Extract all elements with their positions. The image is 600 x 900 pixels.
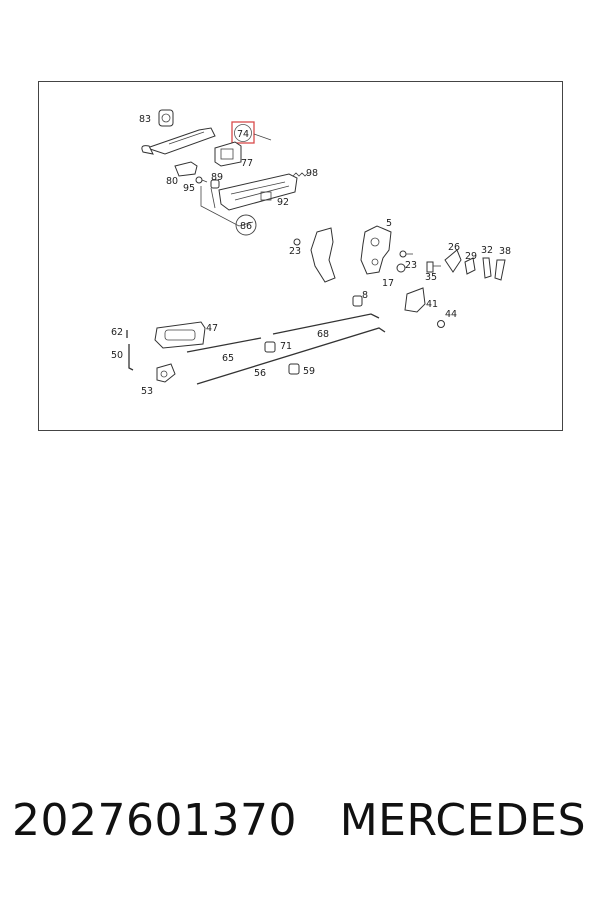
callout-label: 53	[141, 386, 153, 397]
part-rod-56	[196, 327, 386, 385]
part-number: 2027601370	[12, 795, 297, 846]
callout-label: 26	[448, 242, 460, 253]
callout-label: 71	[280, 341, 292, 352]
callout-label: 95	[183, 183, 195, 194]
callout-label: 44	[445, 309, 457, 320]
callout-label: 80	[166, 176, 178, 187]
part-lever-53	[156, 363, 176, 383]
part-clip-59	[288, 363, 300, 375]
parts-diagram-frame: 83 74 77 80 89 95 98 92 86 5 23 23 26 32…	[38, 81, 563, 431]
leader-86	[200, 186, 254, 227]
callout-label: 41	[426, 299, 438, 310]
callout-label: 59	[303, 366, 315, 377]
part-lock-cylinder	[158, 109, 174, 127]
callout-label: 17	[382, 278, 394, 289]
part-inner-handle-47	[154, 321, 206, 349]
part-clip-71	[264, 341, 276, 353]
callout-label: 92	[277, 197, 289, 208]
callout-label: 86	[240, 221, 252, 232]
part-outer-handle	[141, 127, 216, 155]
callout-label: 83	[139, 114, 151, 125]
callout-label: 47	[206, 323, 218, 334]
callout-highlight-box	[231, 121, 255, 144]
callout-label: 23	[289, 246, 301, 257]
callout-label: 35	[425, 272, 437, 283]
part-door-lock	[360, 225, 392, 275]
callout-label: 29	[465, 251, 477, 262]
part-29	[464, 257, 476, 275]
callout-label: 62	[111, 327, 123, 338]
part-screw-95	[195, 176, 208, 184]
part-8	[352, 295, 363, 307]
part-clip-89	[210, 179, 220, 189]
callout-circle-86	[235, 214, 257, 236]
part-rod-68	[272, 313, 380, 335]
callout-label: 38	[499, 246, 511, 257]
footer: 2027601370 MERCEDES	[0, 795, 600, 865]
callout-label: 98	[306, 168, 318, 179]
callout-label: 74	[237, 129, 249, 140]
callout-label: 8	[362, 290, 368, 301]
part-rod-65	[186, 337, 262, 353]
callout-label: 77	[241, 158, 253, 169]
part-screw-23-right	[399, 250, 413, 258]
callout-label: 5	[386, 218, 392, 229]
callout-label: 50	[111, 350, 123, 361]
part-handle-carrier	[218, 173, 298, 211]
callout-label: 68	[317, 329, 329, 340]
brand-name: MERCEDES	[339, 795, 586, 846]
part-handle-base	[174, 161, 198, 177]
callout-label: 23	[405, 260, 417, 271]
callout-label: 65	[222, 353, 234, 364]
part-handle-trim	[214, 141, 242, 167]
part-17	[396, 263, 406, 273]
part-rod-62-50	[126, 330, 134, 371]
part-screw-44	[437, 320, 445, 328]
part-38	[494, 259, 506, 281]
part-cover-41	[404, 287, 426, 313]
part-bolt-35	[426, 261, 441, 273]
part-32	[482, 257, 492, 279]
part-bracket-26	[444, 249, 462, 273]
callout-label: 32	[481, 245, 493, 256]
part-bracket-23-left	[293, 227, 336, 283]
exploded-parts-diagram: 83 74 77 80 89 95 98 92 86 5 23 23 26 32…	[111, 109, 511, 397]
callout-label: 56	[254, 368, 266, 379]
callout-label: 89	[211, 172, 223, 183]
part-spring-98	[292, 172, 309, 177]
